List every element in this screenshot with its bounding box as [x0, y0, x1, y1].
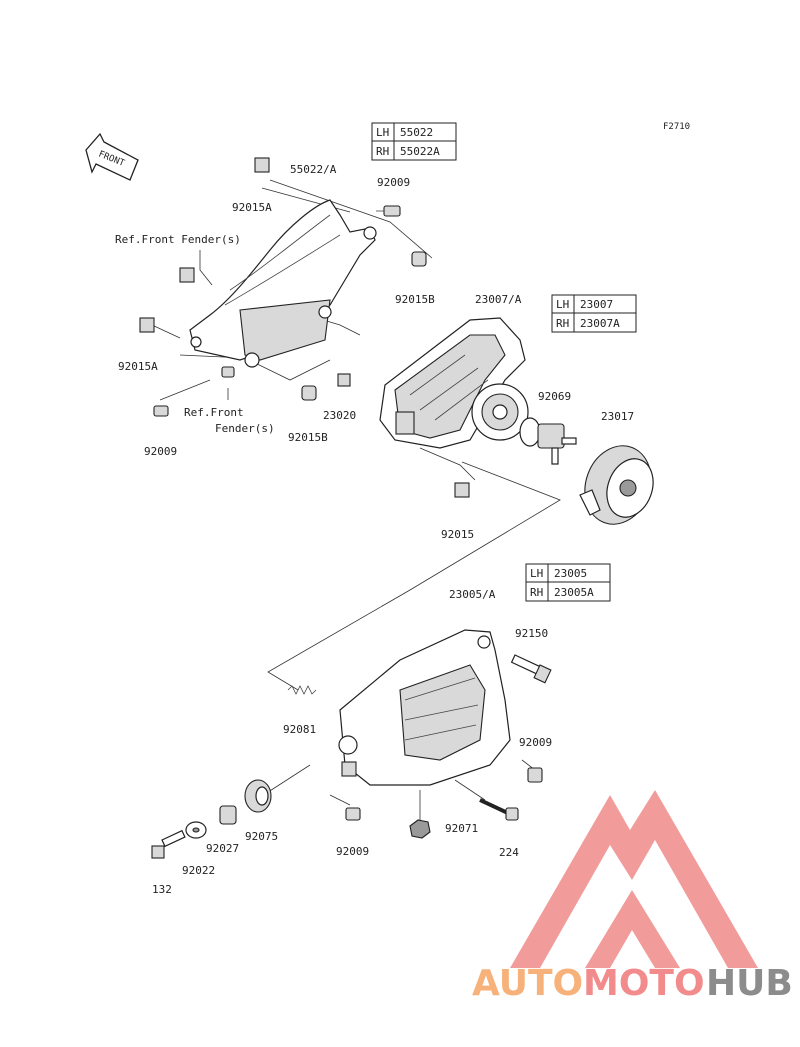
part-label: 224	[499, 846, 519, 859]
part-label: 92009	[144, 445, 177, 458]
callout-side: LH	[376, 126, 389, 139]
bolt-icon	[510, 654, 552, 684]
callout-box-23005: LH 23005 RH 23005A	[525, 563, 611, 602]
bulb-icon	[519, 417, 577, 465]
watermark-text-moto: MOTO	[583, 963, 705, 1004]
part-label: 92015B	[288, 431, 328, 444]
part-label: 92075	[245, 830, 278, 843]
callout-part: 23005	[554, 567, 587, 580]
watermark-text-hub: HUB	[706, 963, 793, 1004]
bolt-icon	[345, 807, 361, 821]
part-label: 92081	[283, 723, 316, 736]
headlight-unit	[379, 317, 529, 449]
callout-side: RH	[376, 145, 389, 158]
headlight-cowl	[338, 629, 511, 786]
clip-icon	[179, 267, 195, 283]
part-label: 92009	[377, 176, 410, 189]
clip-icon	[254, 157, 270, 173]
callout-side: RH	[556, 317, 569, 330]
callout-part: 23005A	[554, 586, 594, 599]
part-label: 23005/A	[449, 588, 496, 601]
front-arrow-icon: FRONT	[85, 132, 139, 181]
callout-part: 55022	[400, 126, 433, 139]
part-label: 92069	[538, 390, 571, 403]
clip-icon	[337, 373, 351, 387]
figure-code: F2710	[663, 122, 690, 132]
watermark-logo-icon	[510, 790, 758, 968]
part-label: 92015A	[232, 201, 272, 214]
part-label: 92015B	[395, 293, 435, 306]
watermark-text: AUTO MOTO HUB	[472, 963, 793, 1004]
part-label: 92009	[519, 736, 552, 749]
headlight-bracket	[189, 199, 377, 368]
part-label: 23007/A	[475, 293, 522, 306]
callout-part: 55022A	[400, 145, 440, 158]
callout-part: 23007A	[580, 317, 620, 330]
part-label: 55022/A	[290, 163, 337, 176]
bolt-icon	[151, 829, 186, 859]
dust-cover	[579, 445, 654, 525]
callout-box-23007: LH 23007 RH 23007A	[551, 294, 637, 333]
part-label: 92015	[441, 528, 474, 541]
callout-part: 23007	[580, 298, 613, 311]
part-label: 92015A	[118, 360, 158, 373]
bolt-icon	[527, 767, 543, 783]
part-label: 92009	[336, 845, 369, 858]
callout-side: RH	[530, 586, 543, 599]
bolt-icon	[479, 798, 519, 821]
spring-icon	[287, 685, 317, 695]
grommet-icon	[301, 385, 317, 401]
callout-side: LH	[556, 298, 569, 311]
part-label: Ref.Front	[184, 406, 244, 419]
part-label: Fender(s)	[215, 422, 275, 435]
washer-icon	[185, 821, 207, 839]
part-label: 23020	[323, 409, 356, 422]
part-label: 92150	[515, 627, 548, 640]
part-label: 132	[152, 883, 172, 896]
nut-icon	[409, 819, 431, 839]
part-label: 92022	[182, 864, 215, 877]
bolt-icon	[221, 366, 235, 378]
part-label: 23017	[601, 410, 634, 423]
bolt-icon	[153, 405, 169, 417]
grommet-icon	[244, 779, 272, 813]
part-label: Ref.Front Fender(s)	[115, 233, 241, 246]
callout-side: LH	[530, 567, 543, 580]
collar-icon	[219, 805, 237, 825]
bolt-icon	[376, 205, 401, 217]
callout-box-55022: LH 55022 RH 55022A	[371, 122, 457, 161]
part-label: 92027	[206, 842, 239, 855]
grommet-icon	[411, 251, 427, 267]
part-label: 92071	[445, 822, 478, 835]
clip-icon	[139, 317, 155, 333]
watermark-text-auto: AUTO	[472, 963, 583, 1004]
clip-icon	[454, 482, 470, 498]
